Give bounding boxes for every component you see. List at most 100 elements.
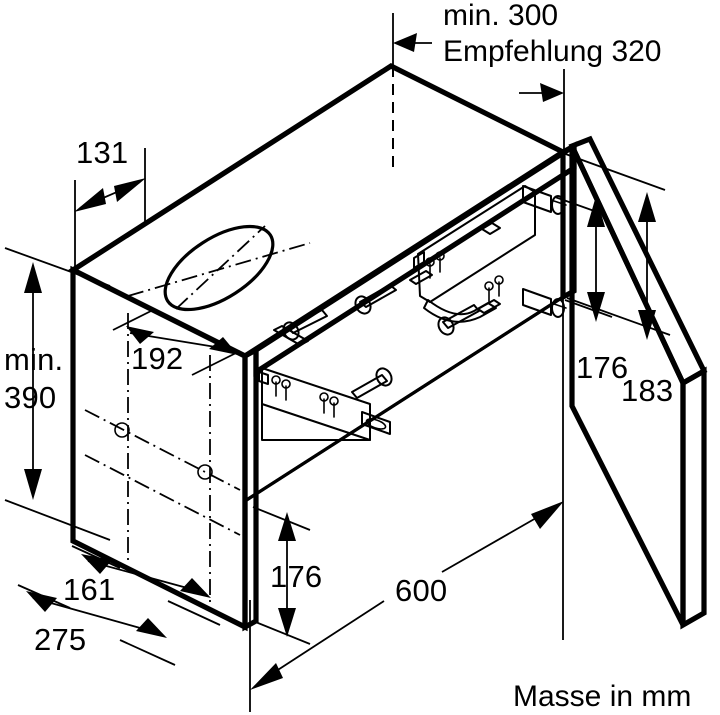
screw-4-head <box>375 367 393 387</box>
bracket-upper-tab-right <box>477 299 501 314</box>
dim-min300-arrowhead <box>393 33 417 52</box>
air-outlet-opening <box>127 224 311 312</box>
unit-note-masse-in-mm: Masse in mm <box>513 680 691 713</box>
dim-label-183: 183 <box>621 373 673 408</box>
note-min-300: min. 300 <box>443 0 558 32</box>
dim-176L-arrow-top <box>278 512 296 541</box>
dim-176R-arrow-top <box>587 196 605 227</box>
dimension-176-right: 176 <box>554 196 628 385</box>
dimension-min-300: min. 300 Empfehlung 320 <box>392 0 662 168</box>
dim-176L-ext-top <box>252 506 311 531</box>
dim-192-arrow-right <box>209 337 238 355</box>
screw-1-head <box>354 295 372 315</box>
mounting-bracket-lower-left <box>258 367 391 441</box>
dim-176L-ext-bottom <box>252 620 311 645</box>
bracket-upper-keyhole-d-top <box>494 275 504 285</box>
dimension-600: 600 <box>249 297 564 712</box>
outlet-circle-outer <box>163 224 275 312</box>
dim-183-arrow-top <box>638 192 656 222</box>
dim-label-min: min. <box>4 342 63 377</box>
screw-4 <box>351 367 393 399</box>
dim-390-ext-top <box>4 247 111 287</box>
dim-183-ext-top <box>559 151 666 191</box>
dim-192-arrow-left <box>126 326 154 344</box>
bracket-lower-keyhole-b-top <box>281 379 291 389</box>
screw-3-shank <box>442 304 480 329</box>
dim-176R-ext-bottom <box>564 299 613 318</box>
dim-161-ext-b <box>167 600 221 626</box>
dimension-192: 192 <box>112 308 241 376</box>
left-panel-hole-2 <box>197 464 213 480</box>
left-hole-axis-h2 <box>84 454 241 536</box>
dim-275-line <box>32 597 159 634</box>
dim-min300-arrowhead-right <box>540 83 564 102</box>
bracket-lower-bottom-flange <box>261 403 371 441</box>
dim-183-ext-bottom <box>566 297 671 336</box>
dim-label-390: 390 <box>4 380 56 415</box>
outlet-centerline-b <box>175 225 266 310</box>
dim-176R-arrow-bottom <box>587 292 605 322</box>
dim-161-arrow-left <box>81 554 112 574</box>
bracket-lower-keyhole-c-top <box>319 392 329 402</box>
hinge-upper-block <box>522 185 552 213</box>
bracket-lower-tab <box>361 411 391 435</box>
dimension-275: 275 <box>17 584 176 666</box>
fixing-screws <box>282 284 480 399</box>
bracket-upper-tab-left <box>409 270 433 285</box>
dim-390-arrow-top <box>24 262 42 293</box>
dim-600-arrow-right <box>531 501 564 529</box>
cabinet-inner-bottom-edge <box>244 295 564 503</box>
dim-390-arrow-bottom <box>24 469 42 500</box>
bracket-upper-keyhole-a-top <box>425 257 435 267</box>
screw-2-head <box>282 321 300 341</box>
dim-label-131: 131 <box>76 135 128 170</box>
dimension-161: 161 <box>63 545 221 626</box>
dimension-131: 131 <box>74 135 146 268</box>
dim-275-arrow-left <box>26 591 57 612</box>
dim-600-line-b <box>441 509 551 573</box>
screw-1-shank <box>359 284 397 308</box>
bracket-lower-keyhole-d-top <box>329 396 339 406</box>
hinge-upper <box>522 185 567 215</box>
dim-label-176-left: 176 <box>270 559 322 594</box>
left-panel-hole-1 <box>114 422 130 438</box>
screw-4-shank <box>351 374 388 399</box>
left-hole-axis-h1 <box>84 409 241 491</box>
bracket-upper-keyhole-b-top <box>435 251 445 261</box>
cabinet-door-open <box>568 135 708 630</box>
dim-label-275: 275 <box>34 622 86 657</box>
left-panel-hole-axes <box>84 313 241 603</box>
door-inner-fold <box>570 145 685 384</box>
screw-1 <box>354 284 397 315</box>
dim-131-arrow-left <box>74 188 106 212</box>
dim-390-ext-bottom <box>4 499 111 541</box>
hinge-upper-pin-axis <box>550 199 567 206</box>
bracket-upper-keyhole-c-top <box>484 281 494 291</box>
dim-161-line <box>87 560 203 593</box>
dim-label-176-right: 176 <box>576 350 628 385</box>
bracket-lower-slot-left <box>258 371 269 385</box>
dim-275-arrow-right <box>136 618 167 638</box>
screw-2 <box>282 309 328 341</box>
bracket-lower-tab-slot <box>365 418 387 430</box>
dim-label-161: 161 <box>63 572 115 607</box>
dimension-176-left: 176 <box>252 506 322 645</box>
hinge-lower-block <box>522 288 552 316</box>
dim-161-arrow-right <box>180 578 211 598</box>
dim-192-ext-b <box>191 350 241 376</box>
screw-3-head <box>437 316 455 336</box>
dim-label-192: 192 <box>131 341 183 376</box>
bracket-upper-curved-arm <box>423 299 497 323</box>
dim-192-ext-a <box>112 308 156 331</box>
screw-3 <box>437 304 480 336</box>
dimension-183: 183 <box>559 151 673 408</box>
note-empfehlung-320: Empfehlung 320 <box>443 35 662 68</box>
dimension-min-390: min. 390 <box>4 247 111 541</box>
dim-600-line-a <box>266 600 385 678</box>
mounting-bracket-upper-right <box>409 185 536 323</box>
screw-2-shank <box>287 309 328 334</box>
bracket-lower-keyhole-a-top <box>271 375 281 385</box>
